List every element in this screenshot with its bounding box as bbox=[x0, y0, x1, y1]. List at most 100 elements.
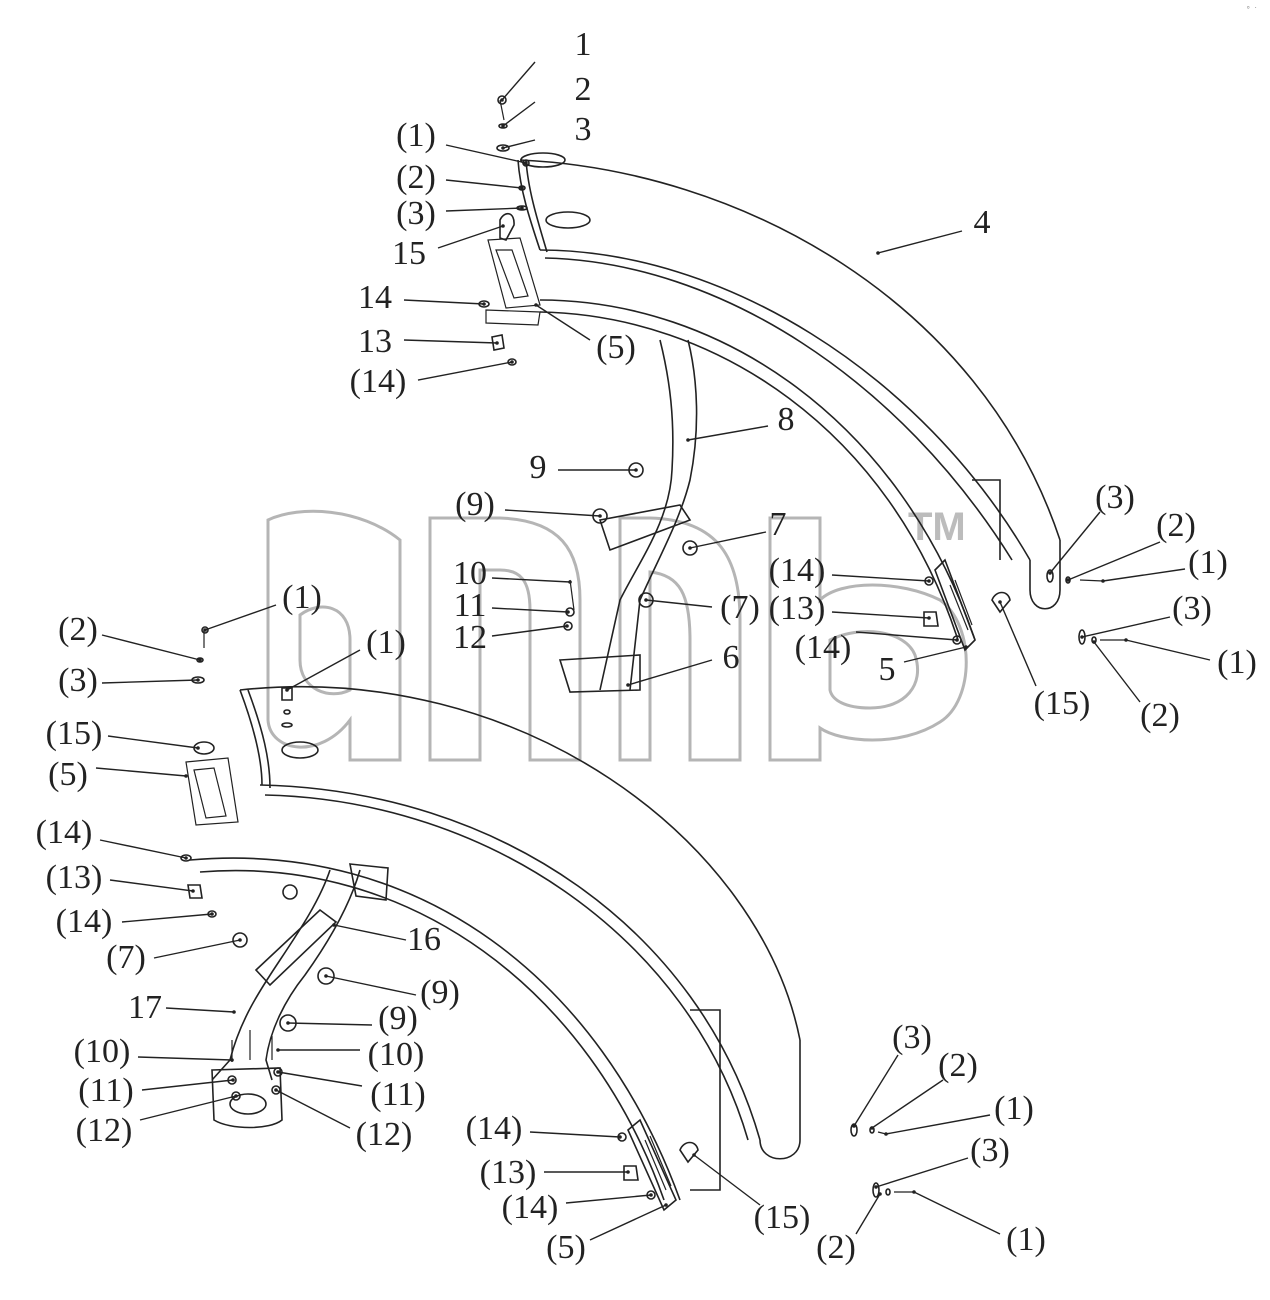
callout-pointer bbox=[196, 746, 200, 750]
callout-pointer bbox=[520, 186, 524, 190]
callout-leader bbox=[875, 1157, 969, 1188]
lower-fasteners bbox=[180, 626, 914, 1200]
callout-leader bbox=[109, 879, 194, 892]
callout-label: (14) bbox=[36, 814, 93, 851]
callout-leader bbox=[403, 299, 485, 305]
callout-label: (7) bbox=[720, 589, 760, 626]
callout-label: (11) bbox=[370, 1076, 425, 1113]
callout-pointer bbox=[510, 360, 514, 364]
callout-pointer bbox=[876, 251, 880, 255]
callout-pointer bbox=[598, 514, 602, 518]
callout-label: (1) bbox=[994, 1090, 1034, 1127]
callout-pointer bbox=[1101, 579, 1105, 583]
callout-leader bbox=[333, 924, 407, 941]
callout-pointer bbox=[644, 598, 648, 602]
callout-label: (1) bbox=[1188, 544, 1228, 581]
callout-label: (13) bbox=[46, 859, 103, 896]
callout-pointer bbox=[870, 1126, 874, 1130]
callout-label: 11 bbox=[454, 587, 487, 624]
callout-leader bbox=[502, 101, 536, 127]
callout-label: (2) bbox=[58, 611, 98, 648]
trademark-mark: TM bbox=[908, 505, 966, 549]
upper-fasteners bbox=[478, 95, 1126, 645]
callout-label: (3) bbox=[58, 662, 98, 699]
callout-pointer bbox=[500, 98, 504, 102]
callout-label: (12) bbox=[76, 1112, 133, 1149]
callout-label: (7) bbox=[106, 939, 146, 976]
callout-leader bbox=[139, 1095, 237, 1121]
callout-pointer bbox=[686, 438, 690, 442]
callout-pointer bbox=[232, 1010, 236, 1014]
callout-label: 10 bbox=[453, 555, 487, 592]
callout-leader bbox=[137, 1056, 233, 1061]
callout-label: 12 bbox=[453, 619, 487, 656]
callout-pointer bbox=[634, 468, 638, 472]
callout-label: 15 bbox=[392, 235, 426, 272]
callout-leader bbox=[885, 1114, 991, 1135]
callout-leader bbox=[913, 1191, 1001, 1235]
callout-label: (5) bbox=[48, 756, 88, 793]
callout-leader bbox=[121, 913, 213, 923]
callout-pointer bbox=[234, 1094, 238, 1098]
callout-label: (14) bbox=[56, 903, 113, 940]
callout-leader bbox=[689, 531, 767, 549]
callout-leaders bbox=[95, 61, 1211, 1241]
callout-pointer bbox=[191, 889, 195, 893]
callout-leader bbox=[1102, 568, 1186, 582]
callout-leader bbox=[277, 1071, 363, 1087]
lower-bracket bbox=[211, 863, 389, 1129]
callout-leader bbox=[999, 601, 1037, 687]
callout-label: 3 bbox=[575, 111, 592, 148]
callout-pointer bbox=[184, 774, 188, 778]
callout-label: (9) bbox=[378, 1000, 418, 1037]
callout-label: (2) bbox=[1156, 507, 1196, 544]
callout-leader bbox=[535, 304, 591, 341]
callout-label: 17 bbox=[128, 989, 162, 1026]
callout-leader bbox=[99, 839, 187, 859]
callout-label: (1) bbox=[396, 117, 436, 154]
callout-leader bbox=[445, 207, 523, 212]
callout-leader bbox=[627, 659, 713, 686]
callout-pointer bbox=[534, 303, 538, 307]
lower-fender bbox=[185, 685, 801, 1212]
callout-label: (1) bbox=[1006, 1221, 1046, 1258]
callout-pointer bbox=[664, 1203, 668, 1207]
callout-label: 9 bbox=[530, 449, 547, 486]
callout-label: (9) bbox=[420, 974, 460, 1011]
callout-leader bbox=[831, 574, 930, 582]
callout-leader bbox=[275, 1089, 351, 1129]
callout-pointer bbox=[238, 938, 242, 942]
callout-label: (3) bbox=[970, 1132, 1010, 1169]
callout-leader bbox=[501, 61, 536, 101]
callout-leader bbox=[1125, 639, 1211, 661]
callout-label: 2 bbox=[575, 71, 592, 108]
callout-pointer bbox=[231, 1078, 235, 1082]
callout-leader bbox=[589, 1204, 667, 1241]
callout-leader bbox=[565, 1194, 652, 1204]
callout-pointer bbox=[566, 610, 570, 614]
callout-label: (13) bbox=[480, 1154, 537, 1191]
callout-pointer bbox=[568, 580, 572, 584]
callout-pointer bbox=[884, 1132, 888, 1136]
callout-label: (5) bbox=[596, 329, 636, 366]
callout-leader bbox=[831, 611, 930, 619]
callout-pointer bbox=[332, 923, 336, 927]
callout-leader bbox=[153, 939, 241, 959]
callout-pointer bbox=[524, 161, 528, 165]
callout-leader bbox=[107, 735, 199, 749]
callout-label: (3) bbox=[396, 195, 436, 232]
callout-label: 14 bbox=[358, 279, 392, 316]
callout-pointer bbox=[626, 683, 630, 687]
upper-fender bbox=[485, 152, 1061, 652]
callout-pointer bbox=[520, 206, 524, 210]
callout-label: (14) bbox=[350, 363, 407, 400]
callout-pointer bbox=[1080, 635, 1084, 639]
callout-label: 13 bbox=[358, 323, 392, 360]
callout-leader bbox=[1093, 641, 1141, 703]
callout-pointer bbox=[852, 1124, 856, 1128]
callout-label: (11) bbox=[78, 1072, 133, 1109]
callout-leader bbox=[95, 767, 187, 777]
callout-leader bbox=[437, 225, 504, 249]
callout-label: 6 bbox=[723, 639, 740, 676]
callout-leader bbox=[871, 1079, 944, 1129]
